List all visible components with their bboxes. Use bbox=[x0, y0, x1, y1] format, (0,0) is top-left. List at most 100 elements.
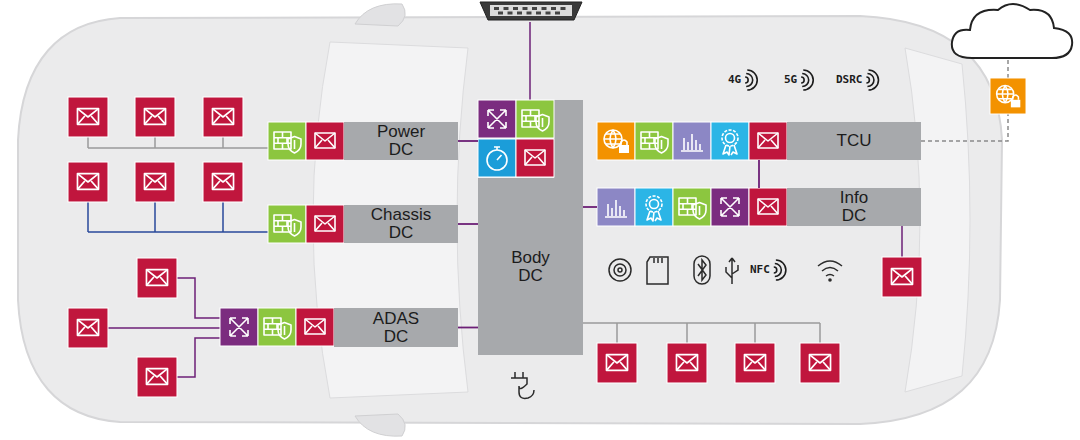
icon-ground bbox=[516, 100, 554, 138]
domain-controller: Power DC bbox=[268, 122, 458, 160]
icon-ground bbox=[135, 162, 175, 202]
sd-card-icon bbox=[647, 257, 668, 284]
envelope-flap bbox=[758, 199, 778, 214]
ecu-wire bbox=[901, 226, 903, 257]
mail-icon bbox=[68, 308, 108, 348]
mail-icon bbox=[597, 343, 637, 383]
obd-wire bbox=[529, 22, 531, 100]
obd-pin bbox=[504, 7, 509, 10]
globe-icon bbox=[990, 78, 1026, 114]
mail-icon bbox=[135, 97, 175, 137]
bluetooth-icon bbox=[698, 260, 706, 280]
bus-connector bbox=[458, 327, 478, 329]
envelope bbox=[146, 369, 167, 385]
mail-icon bbox=[882, 257, 922, 297]
stats-icon bbox=[597, 188, 635, 226]
ecu-wire bbox=[88, 202, 268, 232]
stats-icon bbox=[673, 122, 711, 160]
icon-ground bbox=[203, 162, 243, 202]
mail-icon bbox=[306, 205, 344, 243]
obd-pin bbox=[551, 7, 556, 10]
mail-icon bbox=[68, 97, 108, 137]
radio-label: 5G bbox=[784, 74, 797, 86]
icon-ground bbox=[711, 122, 749, 160]
envelope bbox=[77, 320, 98, 336]
fw-icon bbox=[635, 122, 673, 160]
icon-ground bbox=[137, 357, 177, 397]
domain-controller: ADAS DC bbox=[220, 308, 458, 347]
controller-name: Body DC bbox=[511, 249, 550, 285]
envelope-flap bbox=[146, 270, 167, 286]
envelope bbox=[77, 109, 98, 125]
obd-pin bbox=[523, 7, 528, 10]
envelope-flap bbox=[315, 216, 335, 231]
envelope-flap bbox=[809, 355, 830, 371]
obd-pin bbox=[498, 12, 503, 15]
envelope-flap bbox=[212, 174, 233, 190]
icon-ground bbox=[711, 188, 749, 226]
mail-icon bbox=[68, 162, 108, 202]
icon-ground bbox=[635, 188, 673, 226]
radio-label: 4G bbox=[728, 74, 741, 86]
icon-ground bbox=[800, 343, 840, 383]
envelope-flap bbox=[891, 269, 912, 285]
icon-ground bbox=[135, 97, 175, 137]
envelope bbox=[758, 133, 778, 148]
icon-ground bbox=[597, 188, 635, 226]
domain-controller: TCU bbox=[597, 122, 921, 160]
bus-connector bbox=[458, 140, 478, 142]
icon-ground bbox=[597, 343, 637, 383]
mail-icon bbox=[735, 343, 775, 383]
car-body bbox=[18, 16, 1002, 424]
plug-icon bbox=[511, 372, 534, 398]
icon-ground bbox=[735, 343, 775, 383]
radio-wave bbox=[776, 260, 786, 280]
shield-mark bbox=[661, 140, 663, 149]
icon-ground bbox=[882, 257, 922, 297]
radio-wave bbox=[774, 267, 777, 273]
envelope-flap bbox=[744, 355, 765, 371]
controller-label-panel: Chassis DC bbox=[344, 205, 458, 243]
seal-core bbox=[726, 134, 735, 143]
mail-icon bbox=[203, 162, 243, 202]
radio-wave bbox=[746, 74, 753, 87]
controller-name: Chassis DC bbox=[371, 206, 431, 242]
controller-name: Info DC bbox=[840, 189, 868, 225]
hand bbox=[494, 147, 502, 160]
mirror bbox=[355, 414, 405, 436]
envelope-flap bbox=[77, 109, 98, 125]
envelope bbox=[315, 133, 335, 148]
radio-label: NFC bbox=[750, 264, 770, 276]
envelope bbox=[305, 319, 325, 334]
icon-ground bbox=[516, 139, 554, 177]
domain-controller: Body DC bbox=[478, 100, 583, 355]
sw-icon bbox=[711, 188, 749, 226]
seal bbox=[646, 196, 662, 212]
obd-face bbox=[490, 5, 572, 16]
shield bbox=[536, 115, 549, 132]
icon-ground bbox=[220, 308, 258, 346]
radio-wave bbox=[869, 70, 879, 90]
bus-connector bbox=[758, 160, 760, 188]
icon-ground bbox=[68, 97, 108, 137]
envelope bbox=[144, 109, 165, 125]
obd-pin bbox=[494, 7, 499, 10]
icon-ground bbox=[673, 188, 711, 226]
lock bbox=[1011, 100, 1020, 108]
obd-pin bbox=[508, 12, 513, 15]
envelope-flap bbox=[758, 133, 778, 148]
timer-icon bbox=[478, 139, 516, 177]
obd-pin bbox=[561, 7, 566, 10]
cert-icon bbox=[635, 188, 673, 226]
icon-ground bbox=[268, 122, 306, 160]
icon-ground bbox=[478, 100, 516, 138]
arrows bbox=[721, 198, 739, 216]
icon-ground bbox=[68, 308, 108, 348]
icon-ground bbox=[203, 97, 243, 137]
mail-icon bbox=[667, 343, 707, 383]
radio-wave bbox=[747, 70, 757, 90]
controller-name: TCU bbox=[837, 132, 872, 150]
lock-shackle bbox=[1013, 95, 1019, 100]
icon-ground bbox=[268, 205, 306, 243]
